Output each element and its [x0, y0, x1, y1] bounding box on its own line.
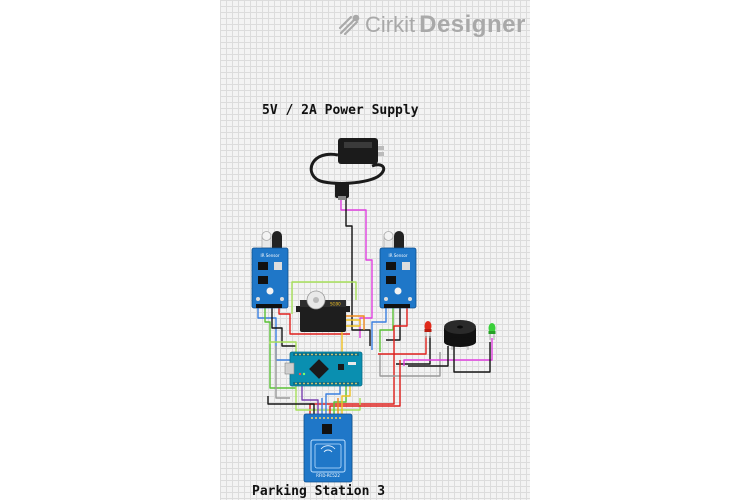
wire-left-sensor-black[interactable]	[271, 308, 296, 347]
design-canvas[interactable]	[220, 0, 530, 500]
parking-station-title: Parking Station 3	[252, 484, 386, 499]
wire-gray-loop[interactable]	[275, 346, 441, 399]
servo-motor[interactable]: SG90	[296, 290, 350, 332]
left-sensor-silk: IR Sensor	[261, 253, 280, 258]
rfid-silk: RFID-RC522	[316, 473, 340, 478]
cirkit-designer-logo: Cirkit Designer	[337, 10, 526, 40]
right-sensor-silk: IR Sensor	[389, 253, 408, 258]
wire-right-sensor-black[interactable]	[386, 308, 401, 341]
wire-red-led-black[interactable]	[396, 336, 431, 365]
wire-power-black[interactable]	[345, 198, 371, 346]
wire-red-led[interactable]	[378, 336, 427, 355]
arduino-nano[interactable]	[284, 351, 363, 387]
wire-power-magenta[interactable]	[340, 198, 373, 338]
wire-rfid-green[interactable]	[333, 386, 347, 414]
wire-rfid-yellow[interactable]	[341, 386, 351, 414]
wire-left-sensor-red[interactable]	[278, 308, 350, 335]
wire-left-sensor-blue[interactable]	[257, 308, 294, 361]
wire-servo-orange[interactable]	[346, 315, 365, 330]
servo-silk: SG90	[330, 302, 341, 307]
wire-rfid-red[interactable]	[329, 360, 401, 414]
wire-right-sensor-green[interactable]	[379, 308, 394, 352]
wire-buzzer-black-2[interactable]	[408, 346, 449, 367]
cirkit-logo-icon	[338, 14, 360, 36]
ir-sensor-right[interactable]: IR Sensor	[379, 231, 417, 309]
rfid-rc522-module[interactable]: RFID-RC522	[303, 413, 353, 483]
green-led[interactable]	[488, 323, 496, 340]
wire-left-sensor-green[interactable]	[264, 308, 296, 389]
wire-servo-lime[interactable]	[291, 281, 357, 314]
brand-name: Cirkit	[365, 12, 416, 37]
wire-rfid-blue-2[interactable]	[325, 386, 341, 414]
ir-sensor-left[interactable]: IR Sensor	[251, 231, 289, 309]
piezo-buzzer[interactable]	[444, 320, 476, 350]
power-supply-adapter[interactable]	[309, 138, 386, 200]
wire-servo-yellow[interactable]	[341, 319, 361, 354]
wire-rfid-black[interactable]	[267, 396, 315, 414]
wire-rfid-purple[interactable]	[301, 384, 319, 414]
power-supply-title: 5V / 2A Power Supply	[262, 103, 419, 118]
wire-right-sensor-blue[interactable]	[371, 308, 387, 350]
red-led[interactable]	[424, 321, 432, 338]
wire-right-sensor-red[interactable]	[309, 308, 408, 414]
wire-buzzer-black[interactable]	[453, 342, 491, 373]
brand-product: Designer	[419, 11, 526, 38]
